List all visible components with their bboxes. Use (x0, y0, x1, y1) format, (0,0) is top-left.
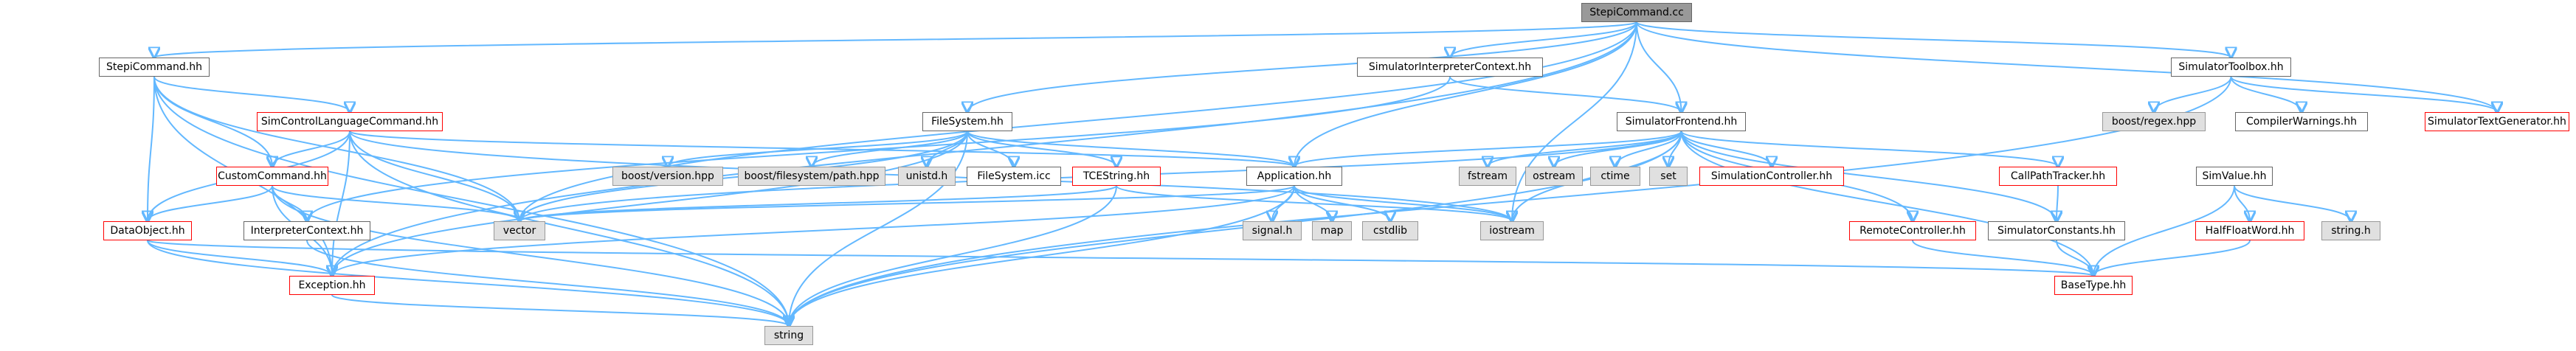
node-tce-string[interactable]: TCEString.hh (1072, 167, 1161, 186)
node-cstdlib[interactable]: cstdlib (1362, 221, 1418, 240)
node-basetype-hh[interactable]: BaseType.hh (2054, 276, 2133, 295)
node-ctime[interactable]: ctime (1590, 167, 1640, 186)
edge-frontend-to-basetype (1680, 131, 2094, 276)
edge-root-to-vector (519, 21, 1637, 221)
node-compiler-warnings[interactable]: CompilerWarnings.hh (2235, 112, 2368, 131)
node-simulator-frontend[interactable]: SimulatorFrontend.hh (1617, 112, 1746, 131)
edge-sim_ctrl_lang-to-string (349, 131, 789, 326)
node-custom-command[interactable]: CustomCommand.hh (216, 167, 328, 186)
edge-frontend-to-string (789, 131, 1682, 326)
edge-stepi_hh-to-dataobject (148, 76, 155, 221)
edge-sim_ctrl_lang-to-exception (332, 131, 351, 276)
node-set[interactable]: set (1649, 167, 1688, 186)
edge-interp_ctx-to-frontend (1449, 76, 1682, 112)
node-boost-filesystem-path-hpp[interactable]: boost/filesystem/path.hpp (738, 167, 885, 186)
node-stepi-command-hh[interactable]: StepiCommand.hh (99, 58, 210, 77)
edge-application-to-string (789, 185, 1295, 326)
edge-frontend-to-fstream (1488, 131, 1682, 167)
node-boost-version-hpp[interactable]: boost/version.hpp (612, 167, 723, 186)
edge-toolbox-to-regex (2154, 76, 2232, 112)
edge-stepi_hh-to-string (153, 76, 789, 326)
node-exception-hh[interactable]: Exception.hh (289, 276, 375, 295)
edge-custom_cmd-to-dataobject (148, 185, 273, 221)
edge-custom_cmd-to-vector (272, 185, 519, 221)
edge-halffloat-to-basetype (2093, 240, 2251, 276)
node-half-float-word[interactable]: HalfFloatWord.hh (2195, 221, 2304, 240)
node-callpath-tracker[interactable]: CallPathTracker.hh (1999, 167, 2117, 186)
edge-dataobject-to-string (147, 240, 789, 326)
edge-interp_ctx-to-interpreter_ctx (307, 76, 1451, 221)
edge-interpreter_ctx-to-string (306, 240, 789, 326)
node-simulation-controller[interactable]: SimulationController.hh (1699, 167, 1844, 186)
node-filesystem-hh[interactable]: FileSystem.hh (922, 112, 1012, 131)
edge-filesystem-to-string (789, 131, 968, 326)
edge-root-to-filesystem (967, 21, 1637, 112)
node-iostream[interactable]: iostream (1480, 221, 1544, 240)
edge-filesystem-to-tce_string (967, 131, 1116, 167)
edge-frontend-to-sim_constants (1680, 131, 2057, 221)
edge-filesystem-to-exception (332, 131, 968, 276)
edge-root-to-text_gen (1636, 21, 2497, 112)
node-map[interactable]: map (1312, 221, 1352, 240)
edge-custom_cmd-to-string (272, 185, 789, 326)
edge-root-to-application (1294, 21, 1637, 167)
node-fstream[interactable]: fstream (1459, 167, 1516, 186)
edge-root-to-exception (332, 21, 1637, 276)
edge-sim_ctrl_lang-to-vector (349, 131, 519, 221)
edge-dataobject-to-exception (147, 240, 332, 276)
edge-filesystem-to-boost_version (668, 131, 968, 167)
edge-callpath-to-sim_constants (2057, 185, 2058, 221)
edge-root-to-iostream (1512, 21, 1637, 221)
node-data-object[interactable]: DataObject.hh (103, 221, 192, 240)
node-boost-regex-hpp[interactable]: boost/regex.hpp (2102, 112, 2206, 131)
edge-application-to-vector (519, 185, 1295, 221)
node-vector[interactable]: vector (494, 221, 545, 240)
node-remote-controller[interactable]: RemoteController.hh (1849, 221, 1976, 240)
edge-root-to-stepi_hh (154, 21, 1637, 58)
edge-frontend-to-callpath (1680, 131, 2059, 167)
edge-application-to-iostream (1294, 185, 1512, 221)
edge-exception-to-string (331, 294, 789, 326)
edge-frontend-to-ctime (1615, 131, 1682, 167)
edge-simvalue-to-halffloat (2234, 185, 2250, 221)
edge-root-to-toolbox (1636, 21, 2231, 58)
edge-filesystem-to-application (967, 131, 1294, 167)
edge-application-to-cstdlib (1294, 185, 1390, 221)
edge-stepi_hh-to-sim_ctrl_lang (153, 76, 350, 112)
node-simulator-constants[interactable]: SimulatorConstants.hh (1988, 221, 2125, 240)
node-sim-control-language-command[interactable]: SimControlLanguageCommand.hh (257, 112, 443, 131)
edge-simvalue-to-string_h (2234, 185, 2351, 221)
node-simulator-toolbox[interactable]: SimulatorToolbox.hh (2171, 58, 2291, 77)
node-simulator-interpreter-context[interactable]: SimulatorInterpreterContext.hh (1357, 58, 1543, 77)
edge-application-to-exception (332, 185, 1295, 276)
node-interpreter-context[interactable]: InterpreterContext.hh (244, 221, 370, 240)
edge-root-to-frontend (1636, 21, 1682, 112)
edge-remote_ctrl-to-basetype (1912, 240, 2093, 276)
edge-toolbox-to-text_gen (2230, 76, 2498, 112)
node-filesystem-icc[interactable]: FileSystem.icc (967, 167, 1061, 186)
node-stepi-command-cc[interactable]: StepiCommand.cc (1581, 3, 1692, 22)
edge-sim_ctrl_lang-to-custom_cmd (272, 131, 351, 167)
edge-custom_cmd-to-interpreter_ctx (272, 185, 307, 221)
edge-toolbox-to-compiler_warn (2230, 76, 2302, 112)
edge-dataobject-to-basetype (147, 240, 2093, 276)
node-string[interactable]: string (764, 326, 813, 345)
edge-frontend-to-sim_controller (1680, 131, 1772, 167)
edge-application-to-map (1294, 185, 1332, 221)
edge-filesystem-to-filesystem_icc (967, 131, 1014, 167)
edge-root-to-interp_ctx (1450, 21, 1637, 58)
node-application-hh[interactable]: Application.hh (1246, 167, 1342, 186)
node-ostream[interactable]: ostream (1525, 167, 1583, 186)
edge-simvalue-to-basetype (2093, 185, 2235, 276)
node-unistd-h[interactable]: unistd.h (898, 167, 956, 186)
node-simulator-text-generator[interactable]: SimulatorTextGenerator.hh (2425, 112, 2569, 131)
edge-filesystem-to-boost_fs_path (812, 131, 968, 167)
edge-frontend-to-application (1294, 131, 1682, 167)
node-signal-h[interactable]: signal.h (1243, 221, 1302, 240)
node-simvalue-hh[interactable]: SimValue.hh (2196, 167, 2273, 186)
node-string-h[interactable]: string.h (2321, 221, 2380, 240)
